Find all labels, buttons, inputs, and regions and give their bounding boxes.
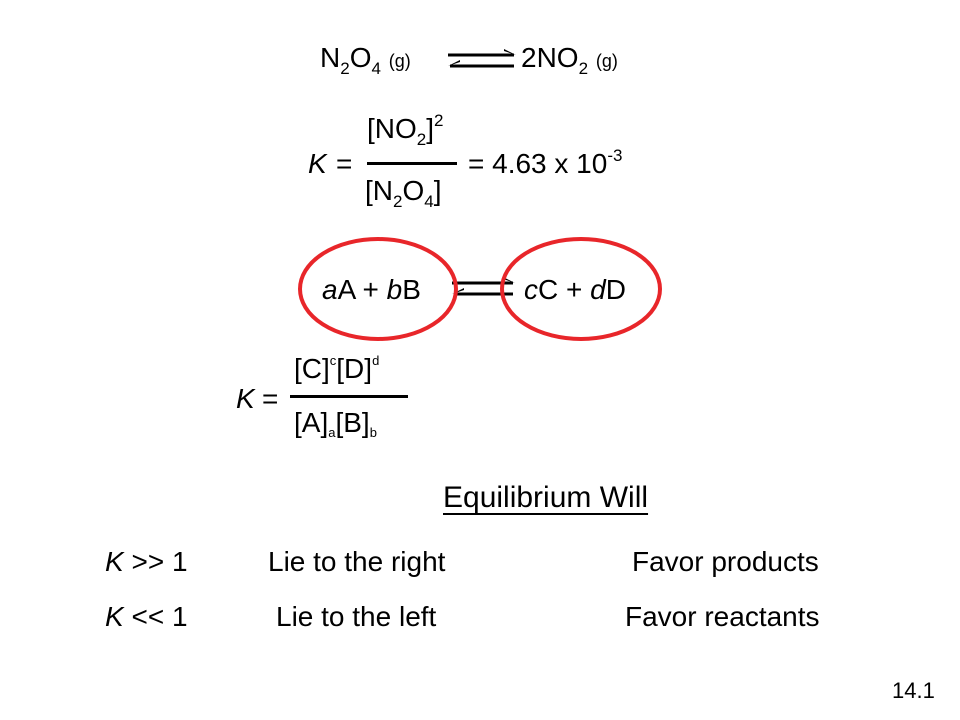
reactants-circle [298, 237, 458, 341]
k1-symbol: K [308, 148, 327, 179]
k1-equals: = [336, 148, 353, 179]
row2-lie: Lie to the left [276, 601, 437, 632]
k2-symbol: K [236, 383, 255, 414]
k2-denominator: [A]a[B]b [294, 407, 377, 440]
row1-favor: Favor products [632, 546, 819, 577]
reaction1-product-state: (g) [595, 51, 618, 71]
row2-favor: Favor reactants [625, 601, 820, 632]
k1-denominator: [N2O4] [365, 175, 442, 211]
k2-numerator: [C]c[D]d [294, 353, 380, 384]
products-circle [500, 237, 662, 341]
slide-number: 14.1 [892, 678, 935, 703]
row1-lie: Lie to the right [268, 546, 446, 577]
table-header: Equilibrium Will [443, 481, 649, 514]
reaction1-reactant: N2O4 (g) [320, 42, 411, 78]
reaction1-product: 2NO2 (g) [521, 42, 618, 78]
equilibrium-arrow-2 [452, 277, 515, 296]
reaction1-reactant-state: (g) [388, 51, 411, 71]
k1-fraction-bar [367, 162, 457, 165]
row2-condition: K << 1 [105, 601, 188, 632]
k1-value: = 4.63 x 10-3 [468, 146, 623, 179]
row1-condition: K >> 1 [105, 546, 188, 577]
equilibrium-arrow-1 [448, 49, 516, 68]
k2-fraction-bar [290, 395, 408, 398]
k1-numerator: [NO2]2 [367, 111, 444, 149]
reaction2-products: cC + dD [524, 274, 626, 305]
k2-equals: = [262, 383, 279, 414]
reaction2-reactants: aA + bB [322, 274, 421, 305]
